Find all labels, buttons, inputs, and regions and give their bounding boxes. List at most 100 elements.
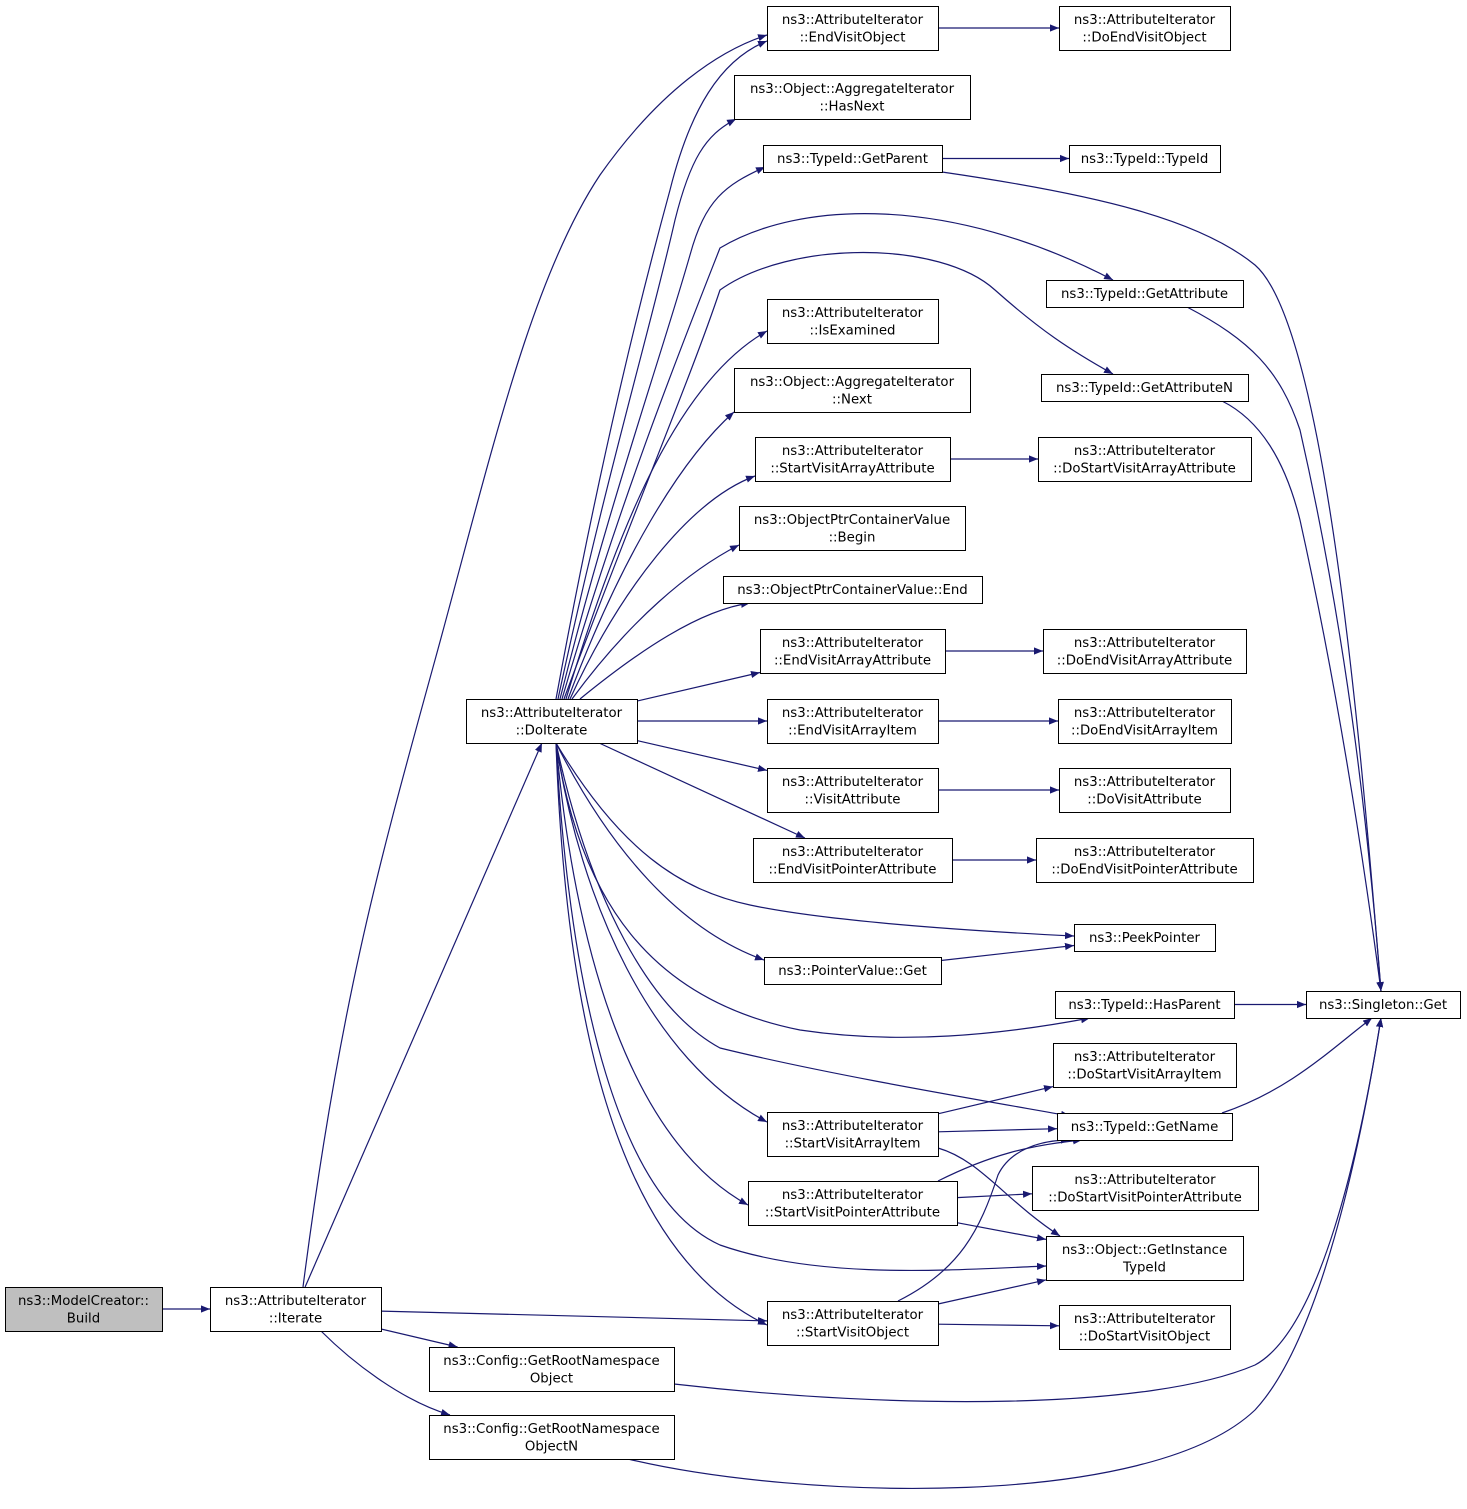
node-box bbox=[767, 768, 939, 813]
edge-startvisitobject-to-getinstancetypeid bbox=[937, 1278, 1047, 1305]
node-hasnext[interactable]: ns3::Object::AggregateIterator::HasNext bbox=[734, 75, 971, 120]
node-box bbox=[753, 838, 953, 883]
node-getparent[interactable]: ns3::TypeId::GetParent bbox=[763, 145, 943, 173]
node-label-line: ::DoEndVisitObject bbox=[1082, 30, 1206, 45]
node-pointervalueget[interactable]: ns3::PointerValue::Get bbox=[764, 957, 942, 985]
node-dovisitattribute[interactable]: ns3::AttributeIterator::DoVisitAttribute bbox=[1059, 768, 1231, 813]
node-getattributen[interactable]: ns3::TypeId::GetAttributeN bbox=[1041, 374, 1249, 402]
node-dostartvisitarrayitem[interactable]: ns3::AttributeIterator::DoStartVisitArra… bbox=[1053, 1043, 1237, 1088]
node-startvisitarrayitem[interactable]: ns3::AttributeIterator::StartVisitArrayI… bbox=[767, 1112, 939, 1157]
node-getname[interactable]: ns3::TypeId::GetName bbox=[1057, 1113, 1233, 1141]
node-label-line: ns3::Config::GetRootNamespace bbox=[443, 1354, 659, 1369]
node-iterate[interactable]: ns3::AttributeIterator::Iterate bbox=[210, 1287, 382, 1332]
node-endvisitarrayattribute[interactable]: ns3::AttributeIterator::EndVisitArrayAtt… bbox=[760, 629, 946, 674]
node-box bbox=[767, 1112, 939, 1157]
node-label-line: ::EndVisitArrayItem bbox=[788, 723, 917, 738]
node-box bbox=[739, 506, 966, 551]
node-label-line: ::StartVisitObject bbox=[796, 1325, 909, 1340]
node-isexamined[interactable]: ns3::AttributeIterator::IsExamined bbox=[767, 299, 939, 344]
node-label-line: ns3::AttributeIterator bbox=[1074, 1173, 1216, 1188]
node-label-line: ns3::AttributeIterator bbox=[782, 775, 924, 790]
node-endvisitarrayitem[interactable]: ns3::AttributeIterator::EndVisitArrayIte… bbox=[767, 699, 939, 744]
node-endvisitpointerattribute[interactable]: ns3::AttributeIterator::EndVisitPointerA… bbox=[753, 838, 953, 883]
node-box bbox=[767, 299, 939, 344]
node-label-line: ::EndVisitArrayAttribute bbox=[774, 653, 931, 668]
node-label-line: ::StartVisitPointerAttribute bbox=[765, 1205, 940, 1220]
node-dostartvisitarrayattribute[interactable]: ns3::AttributeIterator::DoStartVisitArra… bbox=[1038, 437, 1252, 482]
edge-doiterate-to-pointervalueget bbox=[555, 742, 765, 961]
edge-startvisitpointerattribute-to-getinstancetypeid bbox=[956, 1222, 1047, 1242]
node-doendvisitpointerattribute[interactable]: ns3::AttributeIterator::DoEndVisitPointe… bbox=[1036, 838, 1254, 883]
node-box bbox=[763, 145, 943, 173]
node-dostartvisitobject[interactable]: ns3::AttributeIterator::DoStartVisitObje… bbox=[1059, 1305, 1231, 1350]
node-box bbox=[429, 1415, 675, 1460]
node-label-line: ns3::TypeId::GetParent bbox=[777, 152, 928, 167]
node-box bbox=[1046, 1236, 1244, 1281]
node-box bbox=[429, 1347, 675, 1392]
node-visitattribute[interactable]: ns3::AttributeIterator::VisitAttribute bbox=[767, 768, 939, 813]
node-label-line: ns3::Singleton::Get bbox=[1319, 998, 1447, 1013]
node-box bbox=[767, 699, 939, 744]
node-label-line: ::StartVisitArrayItem bbox=[785, 1136, 921, 1151]
node-hasparent[interactable]: ns3::TypeId::HasParent bbox=[1055, 991, 1235, 1019]
edge-doiterate-to-startvisitarrayitem bbox=[555, 742, 768, 1123]
node-doendvisitobject[interactable]: ns3::AttributeIterator::DoEndVisitObject bbox=[1059, 6, 1231, 51]
node-singletonget[interactable]: ns3::Singleton::Get bbox=[1306, 991, 1461, 1019]
edge-iterate-to-startvisitobject bbox=[380, 1310, 768, 1325]
node-doiterate[interactable]: ns3::AttributeIterator::DoIterate bbox=[466, 699, 638, 744]
edge-getrootnamespaceobject-to-singletonget bbox=[673, 1017, 1384, 1403]
node-label-line: Object bbox=[530, 1371, 573, 1386]
node-next[interactable]: ns3::Object::AggregateIterator::Next bbox=[734, 368, 971, 413]
node-label-line: ::DoStartVisitArrayAttribute bbox=[1053, 461, 1236, 476]
edge-doiterate-to-next bbox=[567, 411, 735, 700]
node-label-line: ns3::ObjectPtrContainerValue::End bbox=[737, 583, 968, 598]
node-box bbox=[5, 1287, 163, 1332]
node-startvisitobject[interactable]: ns3::AttributeIterator::StartVisitObject bbox=[767, 1301, 939, 1346]
nodes-layer: ns3::ModelCreator::Build ns3::AttributeIt… bbox=[5, 6, 1461, 1460]
node-build[interactable]: ns3::ModelCreator::Build bbox=[5, 1287, 163, 1332]
node-label-line: ::DoEndVisitArrayItem bbox=[1071, 723, 1218, 738]
node-doendvisitarrayitem[interactable]: ns3::AttributeIterator::DoEndVisitArrayI… bbox=[1058, 699, 1232, 744]
node-getattribute[interactable]: ns3::TypeId::GetAttribute bbox=[1046, 280, 1244, 308]
node-typeid[interactable]: ns3::TypeId::TypeId bbox=[1069, 145, 1221, 173]
node-end[interactable]: ns3::ObjectPtrContainerValue::End bbox=[723, 576, 983, 604]
node-label-line: ::Begin bbox=[829, 530, 876, 545]
node-dostartvisitpointerattribute[interactable]: ns3::AttributeIterator::DoStartVisitPoin… bbox=[1032, 1166, 1259, 1211]
node-label-line: ns3::PointerValue::Get bbox=[778, 964, 927, 979]
node-label-line: ::EndVisitPointerAttribute bbox=[769, 862, 937, 877]
node-peekpointer[interactable]: ns3::PeekPointer bbox=[1074, 924, 1216, 952]
node-label-line: ns3::AttributeIterator bbox=[782, 1188, 924, 1203]
node-endvisitobject[interactable]: ns3::AttributeIterator::EndVisitObject bbox=[767, 6, 939, 51]
edge-getname-to-singletonget bbox=[1221, 1017, 1373, 1114]
node-box bbox=[767, 1301, 939, 1346]
node-box bbox=[1055, 991, 1235, 1019]
node-label-line: ObjectN bbox=[525, 1439, 578, 1454]
edge-iterate-to-doiterate bbox=[304, 742, 543, 1288]
node-box bbox=[760, 629, 946, 674]
edge-doiterate-to-getname bbox=[555, 742, 1071, 1118]
edge-startvisitarrayitem-to-getinstancetypeid bbox=[937, 1147, 1061, 1237]
node-startvisitarrayattribute[interactable]: ns3::AttributeIterator::StartVisitArrayA… bbox=[755, 437, 951, 482]
node-startvisitpointerattribute[interactable]: ns3::AttributeIterator::StartVisitPointe… bbox=[748, 1181, 958, 1226]
edge-doiterate-to-end bbox=[579, 600, 751, 700]
node-begin[interactable]: ns3::ObjectPtrContainerValue::Begin bbox=[739, 506, 966, 551]
node-doendvisitarrayattribute[interactable]: ns3::AttributeIterator::DoEndVisitArrayA… bbox=[1043, 629, 1247, 674]
edge-doiterate-to-peekpointer bbox=[555, 742, 1075, 940]
node-box bbox=[755, 437, 951, 482]
node-label-line: ns3::AttributeIterator bbox=[1074, 706, 1216, 721]
node-box bbox=[1059, 1305, 1231, 1350]
edge-doiterate-to-endvisitarrayattribute bbox=[636, 671, 761, 702]
node-box bbox=[1043, 629, 1247, 674]
node-label-line: ns3::AttributeIterator bbox=[782, 636, 924, 651]
edge-doiterate-to-endvisitobject bbox=[555, 40, 768, 700]
edge-startvisitobject-to-dostartvisitobject bbox=[937, 1322, 1060, 1330]
node-box bbox=[734, 368, 971, 413]
node-label-line: ns3::TypeId::TypeId bbox=[1081, 152, 1209, 167]
node-box bbox=[1032, 1166, 1259, 1211]
node-box bbox=[1038, 437, 1252, 482]
node-label-line: ns3::AttributeIterator bbox=[481, 706, 623, 721]
edge-startvisitpointerattribute-to-dostartvisitpointerattribute bbox=[956, 1190, 1033, 1199]
